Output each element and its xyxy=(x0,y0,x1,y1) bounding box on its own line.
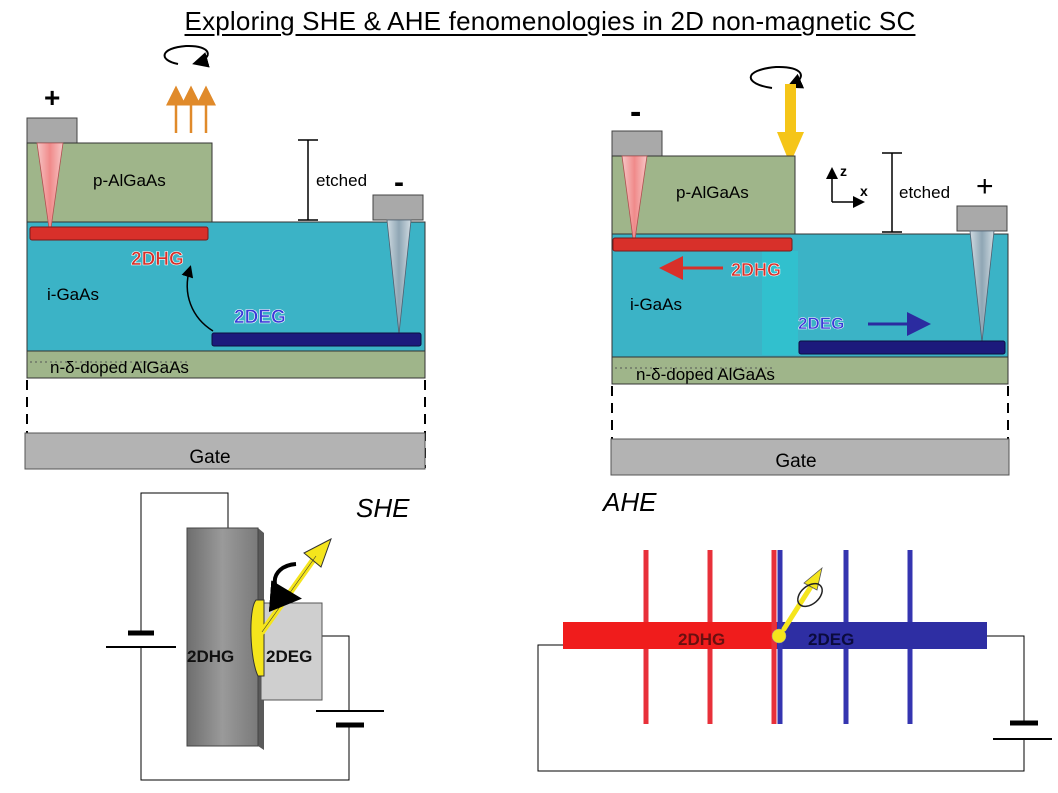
contact-minus-label: - xyxy=(394,166,404,199)
hole-gas-label: 2DHG xyxy=(131,249,184,270)
incident-light-arrow xyxy=(777,84,804,164)
i-gaas-layer xyxy=(611,233,1009,358)
she-circuit: SHE 2DHG 2DEG xyxy=(106,492,410,781)
circuit-wires xyxy=(537,635,1025,772)
hole-gas-label: 2DHG xyxy=(678,630,725,649)
p-contact-cone xyxy=(36,142,64,236)
i-gaas-layer xyxy=(26,221,426,352)
etched-label: etched xyxy=(316,171,367,190)
junction-highlight xyxy=(762,251,798,355)
n-doped-label: n-δ-doped AlGaAs xyxy=(50,358,189,377)
ahe-label: AHE xyxy=(601,487,657,517)
p-algaas-label: p-AlGaAs xyxy=(676,183,749,202)
n-contact-cone xyxy=(969,230,995,343)
she-label: SHE xyxy=(356,493,410,523)
hole-gas-label: 2DHG xyxy=(731,260,781,280)
electron-gas-label: 2DEG xyxy=(808,630,854,649)
axis-indicator xyxy=(826,167,865,208)
hole-gas-bar xyxy=(612,237,793,252)
recombination-arrow xyxy=(181,265,214,332)
interface-glow xyxy=(250,599,265,677)
gate-label: Gate xyxy=(189,447,230,468)
contact-plus-pad xyxy=(956,205,1008,232)
electron-gas-bar xyxy=(211,332,422,347)
n-contact-cone xyxy=(386,219,412,335)
battery-left-icon xyxy=(106,630,176,648)
spin-rotation-icon xyxy=(797,582,823,608)
spin-rotation-icon xyxy=(268,562,302,613)
p-algaas-label: p-AlGaAs xyxy=(93,171,166,190)
electron-gas-label: 2DEG xyxy=(234,307,286,328)
n-doped-label: n-δ-doped AlGaAs xyxy=(636,365,775,384)
n-doped-layer xyxy=(611,356,1009,385)
i-gaas-label: i-GaAs xyxy=(47,285,99,304)
contact-plus-pad xyxy=(26,117,78,144)
she-device: + p-AlGaAs etched - 2DHG i-GaAs 2DEG n-δ… xyxy=(24,44,426,470)
i-gaas-label: i-GaAs xyxy=(630,295,682,314)
emitted-light-arrows xyxy=(166,85,216,133)
ahe-device: - p-AlGaAs z x etched + 2DHG i-GaAs 2DEG xyxy=(610,65,1010,476)
gate-electrode xyxy=(24,432,426,470)
axis-z-label: z xyxy=(840,163,847,179)
ahe-circuit: AHE 2DHG 2DEG xyxy=(537,487,1052,772)
hole-gas-bar xyxy=(29,226,209,241)
contact-minus-pad xyxy=(611,130,663,157)
axis-x-label: x xyxy=(860,183,868,199)
p-contact-cone xyxy=(621,155,648,247)
battery-icon xyxy=(993,720,1052,740)
contact-minus-pad xyxy=(372,194,424,221)
circuit-wires xyxy=(140,492,350,781)
battery-right-icon xyxy=(316,710,384,728)
contact-minus-label: - xyxy=(630,93,641,131)
electron-gas-channel xyxy=(777,622,987,649)
etched-depth-marker xyxy=(298,139,318,221)
electron-gas-bar xyxy=(798,340,1006,355)
contact-plus-label: + xyxy=(976,170,994,203)
hole-gas-label: 2DHG xyxy=(187,647,234,666)
etched-depth-marker xyxy=(882,152,902,233)
spin-rotation-icon xyxy=(163,44,210,68)
hole-gas-channel xyxy=(563,622,777,649)
electron-gas-label: 2DEG xyxy=(798,314,844,333)
hole-gas-block xyxy=(186,527,259,747)
gate-label: Gate xyxy=(775,451,816,472)
electron-gas-label: 2DEG xyxy=(266,647,312,666)
contact-plus-label: + xyxy=(44,82,60,113)
page-title: Exploring SHE & AHE fenomenologies in 2D… xyxy=(184,6,916,36)
gate-electrode xyxy=(610,438,1010,476)
etched-label: etched xyxy=(899,183,950,202)
spin-rotation-icon xyxy=(749,65,805,89)
n-doped-layer xyxy=(26,350,426,379)
